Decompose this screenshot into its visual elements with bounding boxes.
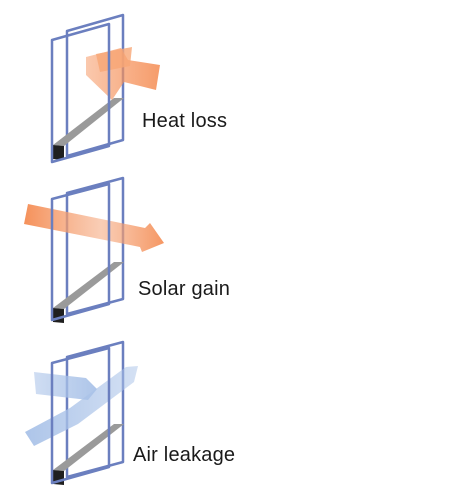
spacer-end — [53, 308, 64, 323]
solar-gain-window-icon — [24, 176, 164, 323]
solar-gain-label: Solar gain — [138, 278, 231, 300]
spacer-bar — [53, 424, 124, 471]
solar-arrow — [24, 204, 164, 252]
heat-loss-panel: Heat loss — [0, 0, 470, 166]
spacer-bar — [53, 262, 124, 309]
front-pane — [50, 22, 111, 164]
solar-gain-panel: Solar gain — [0, 166, 470, 332]
rear-pane — [65, 340, 125, 479]
front-pane — [50, 182, 111, 322]
spacer-end — [53, 145, 64, 160]
heat-loss-label: Heat loss — [142, 110, 228, 132]
air-leakage-panel: Air leakage — [0, 332, 470, 498]
heat-arrow-top — [96, 47, 132, 72]
air-leakage-label: Air leakage — [133, 444, 236, 466]
rear-pane — [65, 176, 125, 316]
heat-loss-window-icon — [50, 13, 160, 164]
front-pane — [50, 346, 111, 485]
spacer-bar — [53, 98, 124, 146]
air-leakage-window-icon — [25, 340, 138, 485]
rear-pane — [65, 13, 125, 158]
air-arrow-in — [34, 372, 97, 400]
